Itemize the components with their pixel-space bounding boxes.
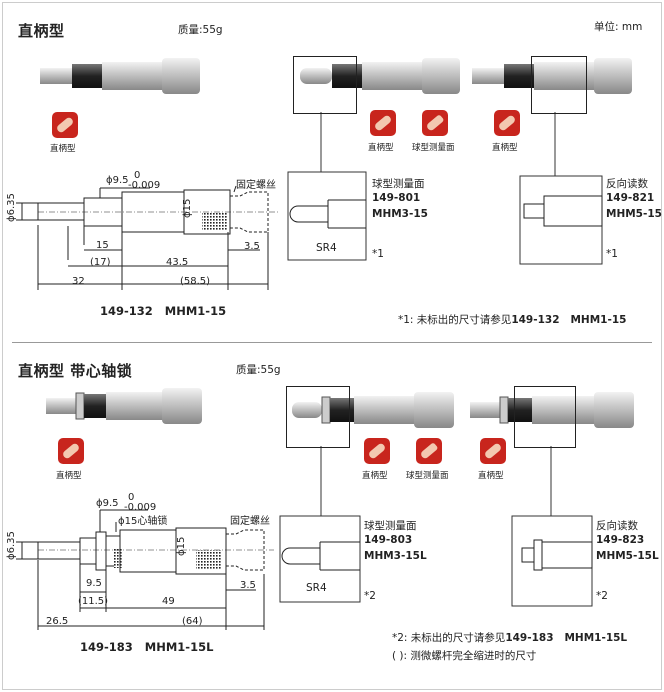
dim-32: 32 [72,276,85,287]
section-title: 直柄型 带心轴锁 [18,362,133,380]
micrometer-photo-lock-reverse [470,392,634,428]
straight-shank-icon [364,438,390,464]
option-note: *2 [596,590,608,602]
badge-caption: 直柄型 [368,143,394,153]
option-model: MHM3-15 [372,208,428,220]
micrometer-photo-reverse [472,58,632,94]
dim-sleeve-dia: ϕ9.5 [96,498,119,509]
ball-radius: SR4 [306,582,327,594]
micrometer-photo-lock-ball [292,392,454,428]
model-code: 149-183 MHM1-15L [80,640,214,654]
footnote: *1: 未标出的尺寸请参见149-132 MHM1-15 [398,314,627,326]
section-divider [12,342,652,343]
footnote: *2: 未标出的尺寸请参见149-183 MHM1-15L [392,632,628,644]
ball-face-icon [422,110,448,136]
highlight-frame [286,386,350,448]
straight-shank-icon [52,112,78,138]
straight-shank-icon [370,110,396,136]
option-note: *1 [372,248,384,260]
straight-shank-icon [494,110,520,136]
model-code: 149-132 MHM1-15 [100,304,227,318]
option-model: MHM5-15 [606,208,662,220]
straight-shank-icon [480,438,506,464]
ball-tip-drawing-lock [281,541,360,571]
badge-caption: 球型测量面 [412,143,455,153]
dim-9-5: 9.5 [86,578,102,589]
option-model: MHM3-15L [364,550,427,562]
highlight-frame [293,56,357,114]
dim-49: 49 [162,596,175,607]
mass-label: 质量:55g [178,24,223,36]
option-code: 149-823 [596,534,645,546]
highlight-frame [531,56,587,114]
option-label: 反向读数 [596,520,638,532]
option-code: 149-821 [606,192,655,204]
dim-thimble-dia: ϕ15 [176,536,187,556]
option-model: MHM5-15L [596,550,659,562]
badge-caption: 直柄型 [492,143,518,153]
badge-caption: 球型测量面 [406,471,449,481]
badge-caption: 直柄型 [362,471,388,481]
badge-caption: 直柄型 [56,471,82,481]
unit-label: 单位: mm [594,21,643,33]
dim-lock-nut: 固定螺丝 [236,180,276,191]
dim-lock-nut: 固定螺丝 [230,516,270,527]
option-code: 149-801 [372,192,421,204]
dim-sleeve-dia: ϕ9.5 [106,175,129,186]
dim-shank-dia: ϕ6.35 [6,531,17,560]
option-label: 反向读数 [606,178,648,190]
tolerance-lower: -0.009 [128,180,161,191]
option-code: 149-803 [364,534,413,546]
dim-58-5: (58.5) [180,276,211,287]
dim-shank-dia: ϕ6.35 [6,193,17,222]
badge-caption: 直柄型 [50,144,76,154]
micrometer-photo [40,58,200,94]
dim-3-5: 3.5 [240,580,256,591]
tolerance-lower: -0.009 [124,502,157,513]
dim-64: (64) [182,616,203,627]
badge-caption: 直柄型 [478,471,504,481]
dim-thimble-dia: ϕ15 [182,198,193,218]
option-label: 球型测量面 [364,520,417,532]
option-note: *2 [364,590,376,602]
highlight-frame [514,386,576,448]
tolerance-upper: 0 [134,170,141,181]
option-label: 球型测量面 [372,178,425,190]
micrometer-photo-lock [46,388,202,424]
reverse-sleeve-drawing [523,195,603,227]
straight-shank-icon [58,438,84,464]
section-title: 直柄型 [18,22,65,40]
dim-spindle-lock: ϕ15心轴锁 [118,516,168,527]
ball-face-icon [416,438,442,464]
mass-label: 质量:55g [236,364,281,376]
ball-radius: SR4 [316,242,337,254]
dim-15: 15 [96,240,109,251]
dim-3-5: 3.5 [244,241,260,252]
dim-43-5: 43.5 [166,257,189,268]
dim-11-5: (11.5) [78,596,109,607]
dim-17: (17) [90,257,111,268]
footnote-parentheses: ( ): 测微螺杆完全缩进时的尺寸 [392,650,537,662]
tolerance-upper: 0 [128,492,135,503]
option-note: *1 [606,248,618,260]
ball-tip-drawing [289,199,366,229]
dim-26-5: 26.5 [46,616,69,627]
micrometer-photo-ball [300,58,460,94]
dimension-drawing-lock [16,509,274,630]
dimension-drawing [16,185,280,290]
reverse-sleeve-drawing-lock [521,539,593,571]
